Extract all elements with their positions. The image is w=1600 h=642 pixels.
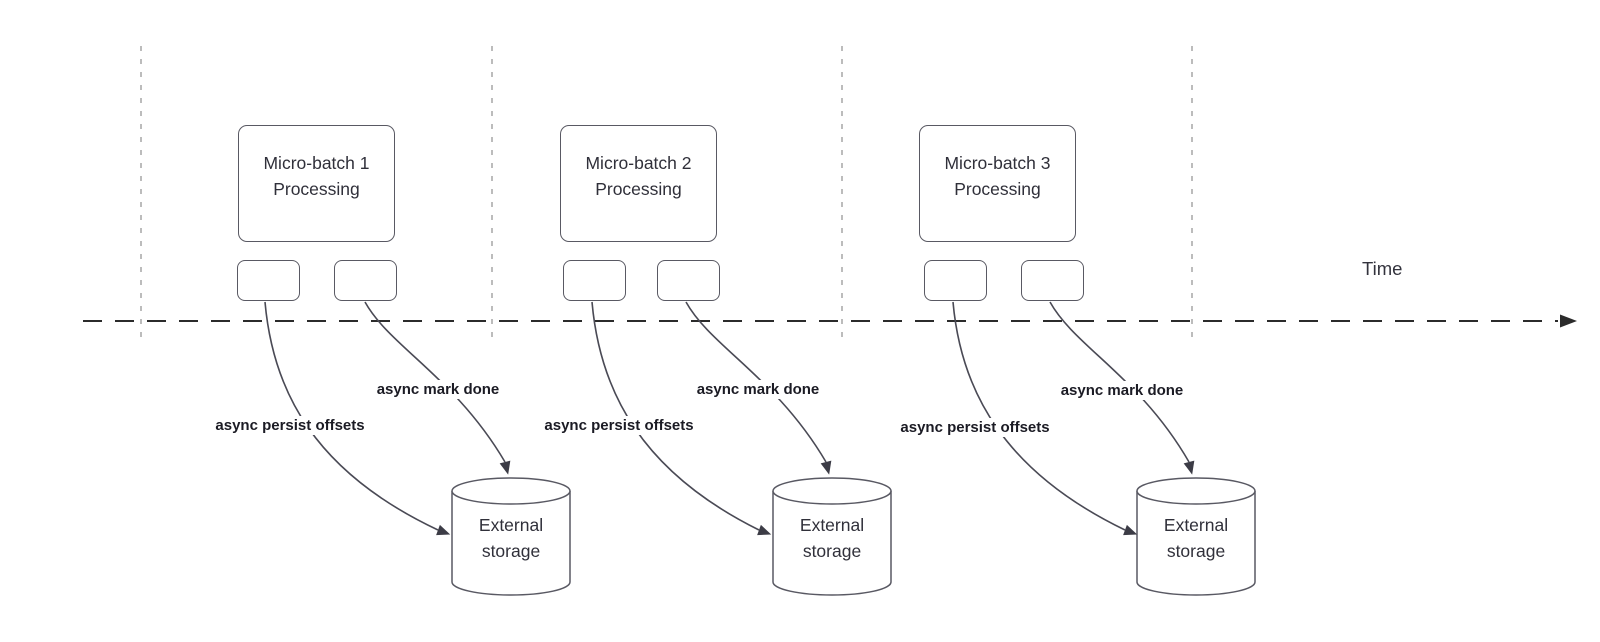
time-axis <box>83 314 1577 328</box>
batch-title: Micro-batch 2 <box>585 152 692 173</box>
storage-label: External storage <box>1137 512 1255 564</box>
batch-subtitle: Processing <box>273 178 360 199</box>
storage-line2: storage <box>802 541 862 561</box>
storage-label: External storage <box>773 512 891 564</box>
persist-offsets-node-2 <box>563 260 626 301</box>
mark-done-node-2 <box>657 260 720 301</box>
time-axis-arrowhead-icon <box>1560 314 1577 328</box>
mark-done-node-1 <box>334 260 397 301</box>
mark-done-arrow-1 <box>364 301 506 463</box>
storage-line1: External <box>799 515 865 535</box>
storage-line1: External <box>478 515 544 535</box>
mark-done-label: async mark done <box>692 380 824 399</box>
batch-title: Micro-batch 3 <box>944 152 1051 173</box>
batch-title: Micro-batch 1 <box>263 152 370 173</box>
persist-offsets-label: async persist offsets <box>896 418 1054 437</box>
persist-offsets-label: async persist offsets <box>211 416 369 435</box>
persist-arrowhead-icon-2 <box>757 524 772 536</box>
persist-offsets-node-1 <box>237 260 300 301</box>
database-cylinder-icon-1 <box>451 477 571 596</box>
done-arrowhead-icon-3 <box>1183 460 1195 475</box>
batch-node-2: Micro-batch 2 Processing <box>560 125 717 242</box>
batch-subtitle: Processing <box>954 178 1041 199</box>
done-arrowhead-icon-2 <box>820 460 832 475</box>
async-arrows <box>264 301 1190 531</box>
mark-done-label: async mark done <box>1056 381 1188 400</box>
done-arrowhead-icon-1 <box>499 460 511 475</box>
mark-done-arrow-2 <box>685 301 827 463</box>
storage-line2: storage <box>1166 541 1226 561</box>
storage-cylinders <box>451 477 1256 596</box>
database-cylinder-icon-3 <box>1136 477 1256 596</box>
mark-done-label: async mark done <box>372 380 504 399</box>
mark-done-arrow-3 <box>1049 301 1190 463</box>
persist-arrowhead-icon-3 <box>1123 524 1138 536</box>
database-cylinder-icon-2 <box>772 477 892 596</box>
interval-guide-lines <box>140 46 1193 340</box>
mark-done-node-3 <box>1021 260 1084 301</box>
persist-arrowhead-icon-1 <box>436 524 451 536</box>
time-label: Time <box>1362 258 1403 279</box>
batch-subtitle: Processing <box>595 178 682 199</box>
async-arrowheads <box>436 460 1195 536</box>
storage-line2: storage <box>481 541 541 561</box>
storage-line1: External <box>1163 515 1229 535</box>
persist-offsets-label: async persist offsets <box>540 416 698 435</box>
storage-label: External storage <box>452 512 570 564</box>
persist-offsets-arrow-3 <box>952 301 1126 531</box>
batch-node-3: Micro-batch 3 Processing <box>919 125 1076 242</box>
batch-node-1: Micro-batch 1 Processing <box>238 125 395 242</box>
persist-offsets-node-3 <box>924 260 987 301</box>
